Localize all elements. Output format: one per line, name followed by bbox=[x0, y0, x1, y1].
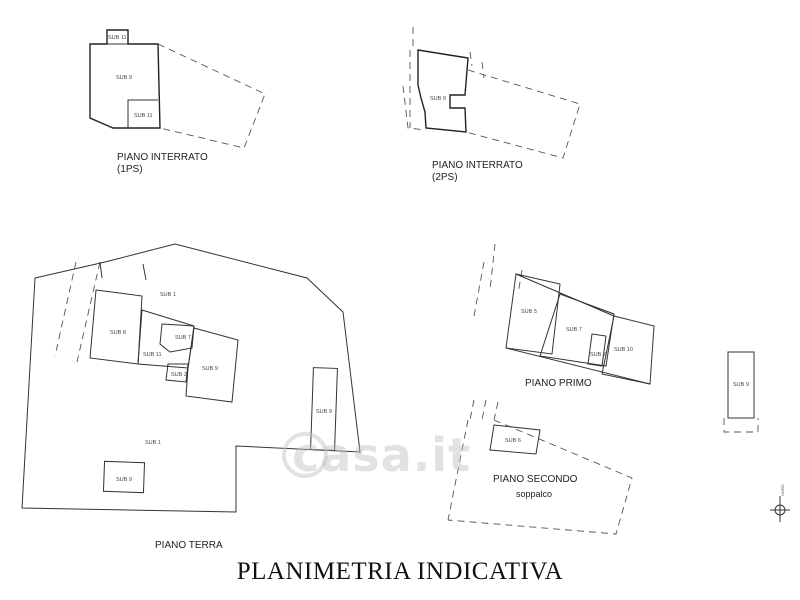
plan-right-unit: SUB 9 bbox=[723, 351, 759, 433]
page-title: PLANIMETRIA INDICATIVA bbox=[236, 558, 564, 585]
north-arrow-icon: NORD bbox=[770, 484, 790, 522]
label-piano-secondo: PIANO SECONDO bbox=[493, 474, 578, 485]
primo-sub7-label: SUB 7 bbox=[566, 327, 582, 333]
plan-primo: SUB 5 SUB 7 SUB 2 SUB 10 bbox=[473, 243, 655, 385]
terra-sub8-room bbox=[89, 289, 143, 365]
terra-sub9-room-label: SUB 9 bbox=[202, 366, 218, 372]
interrato-2ps-dashed-area bbox=[465, 69, 581, 159]
secondo-sub6-room bbox=[489, 424, 541, 455]
primo-sub2-room bbox=[587, 333, 607, 367]
label-piano-primo: PIANO PRIMO bbox=[525, 378, 592, 389]
primo-sub2-label: SUB 2 bbox=[590, 352, 606, 358]
right-sub9-room bbox=[727, 351, 755, 419]
plan-interrato-2ps: SUB 9 bbox=[402, 27, 581, 159]
terra-site-outline bbox=[21, 243, 361, 513]
terra-sub2-room bbox=[165, 363, 189, 383]
terra-sub9-small bbox=[102, 460, 146, 494]
interrato-2ps-outline bbox=[417, 49, 469, 133]
label-piano-terra: PIANO TERRA bbox=[155, 540, 223, 551]
primo-sub7-room bbox=[539, 293, 615, 367]
interrato-1ps-outline bbox=[89, 29, 161, 129]
primo-sub10-label: SUB 10 bbox=[614, 347, 633, 353]
terra-sub8-label: SUB 8 bbox=[110, 330, 126, 336]
terra-sub7-room bbox=[159, 323, 195, 353]
secondo-dashed-area bbox=[447, 419, 633, 535]
terra-sub9-strip-label: SUB 9 bbox=[316, 409, 332, 415]
terra-sub2-label: SUB 2 bbox=[171, 372, 187, 378]
plan-secondo: SUB 6 bbox=[447, 399, 633, 535]
secondo-sub6-label: SUB 6 bbox=[505, 438, 521, 444]
terra-sub1-bottom-label: SUB 1 bbox=[145, 440, 161, 446]
primo-sub5-label: SUB 5 bbox=[521, 309, 537, 315]
interrato-1ps-sub11-top-label: SUB 11 bbox=[108, 35, 127, 41]
label-piano-interrato-1ps: PIANO INTERRATO (1PS) bbox=[117, 152, 208, 175]
watermark-logo-icon bbox=[282, 432, 328, 478]
terra-sub9-room bbox=[185, 327, 239, 403]
interrato-1ps-sub9-label: SUB 9 bbox=[116, 75, 132, 81]
terra-sub7-label: SUB 7 bbox=[175, 335, 191, 341]
interrato-2ps-sub9-label: SUB 9 bbox=[430, 96, 446, 102]
primo-sub5-room bbox=[505, 273, 561, 355]
north-label: NORD bbox=[780, 484, 785, 496]
plan-interrato-1ps: SUB 11 SUB 9 SUB 11 bbox=[89, 29, 266, 149]
terra-sub11-label: SUB 11 bbox=[143, 352, 162, 358]
terra-sub1-top-label: SUB 1 bbox=[160, 292, 176, 298]
watermark: casa.it bbox=[292, 428, 471, 482]
label-soppalco: soppalco bbox=[516, 489, 553, 499]
interrato-1ps-dashed-area bbox=[157, 43, 266, 149]
label-piano-interrato-2ps: PIANO INTERRATO (2PS) bbox=[432, 160, 523, 183]
terra-sub9-small-label: SUB 9 bbox=[116, 477, 132, 483]
right-sub9-label: SUB 9 bbox=[733, 382, 749, 388]
interrato-1ps-sub11-bottom-label: SUB 11 bbox=[134, 113, 153, 119]
